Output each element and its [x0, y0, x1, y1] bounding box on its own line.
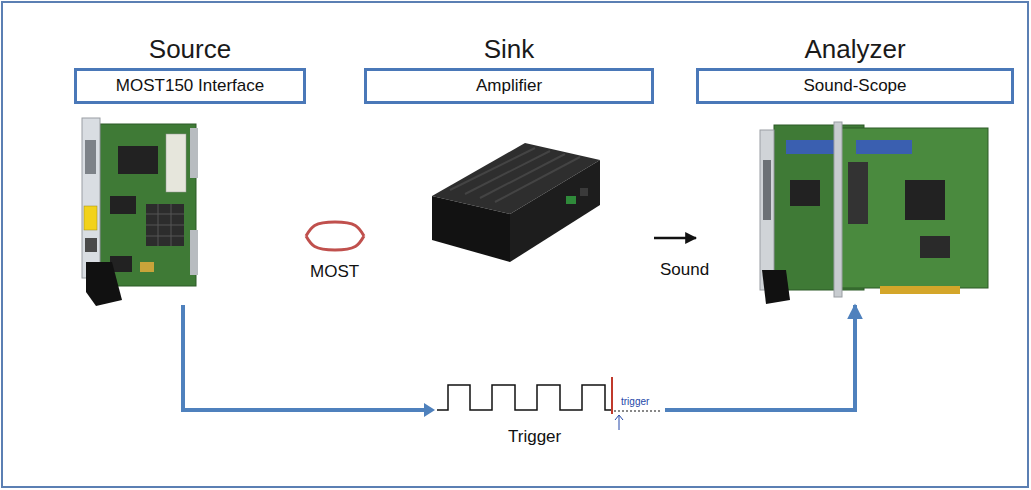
device-column: SinkAmplifier	[364, 30, 654, 305]
edge-label: MOST	[307, 262, 362, 282]
most-ring-connector	[306, 222, 364, 250]
device-label-box: Sound-Scope	[696, 68, 1014, 104]
device-label: Sound-Scope	[803, 76, 906, 96]
device-label-box: MOST150 Interface	[74, 68, 306, 104]
device-label: Amplifier	[476, 76, 542, 96]
column-heading: Source	[74, 30, 306, 68]
trigger-line	[183, 305, 855, 410]
sound-arrow	[654, 237, 696, 240]
device-label: MOST150 Interface	[116, 76, 264, 96]
daq-cards-illustration	[760, 122, 988, 304]
device-label-box: Amplifier	[364, 68, 654, 104]
edge-label: Sound	[657, 260, 712, 280]
column-heading: Analyzer	[696, 30, 1014, 68]
pxi-card-illustration	[82, 118, 198, 306]
trigger-annotation: trigger	[621, 396, 649, 407]
trigger-waveform	[424, 377, 660, 430]
column-heading: Sink	[364, 30, 654, 68]
device-column: AnalyzerSound-Scope	[696, 30, 1014, 305]
edge-label: Trigger	[505, 427, 564, 447]
amplifier-illustration	[432, 143, 600, 262]
device-column: SourceMOST150 Interface	[74, 30, 306, 305]
